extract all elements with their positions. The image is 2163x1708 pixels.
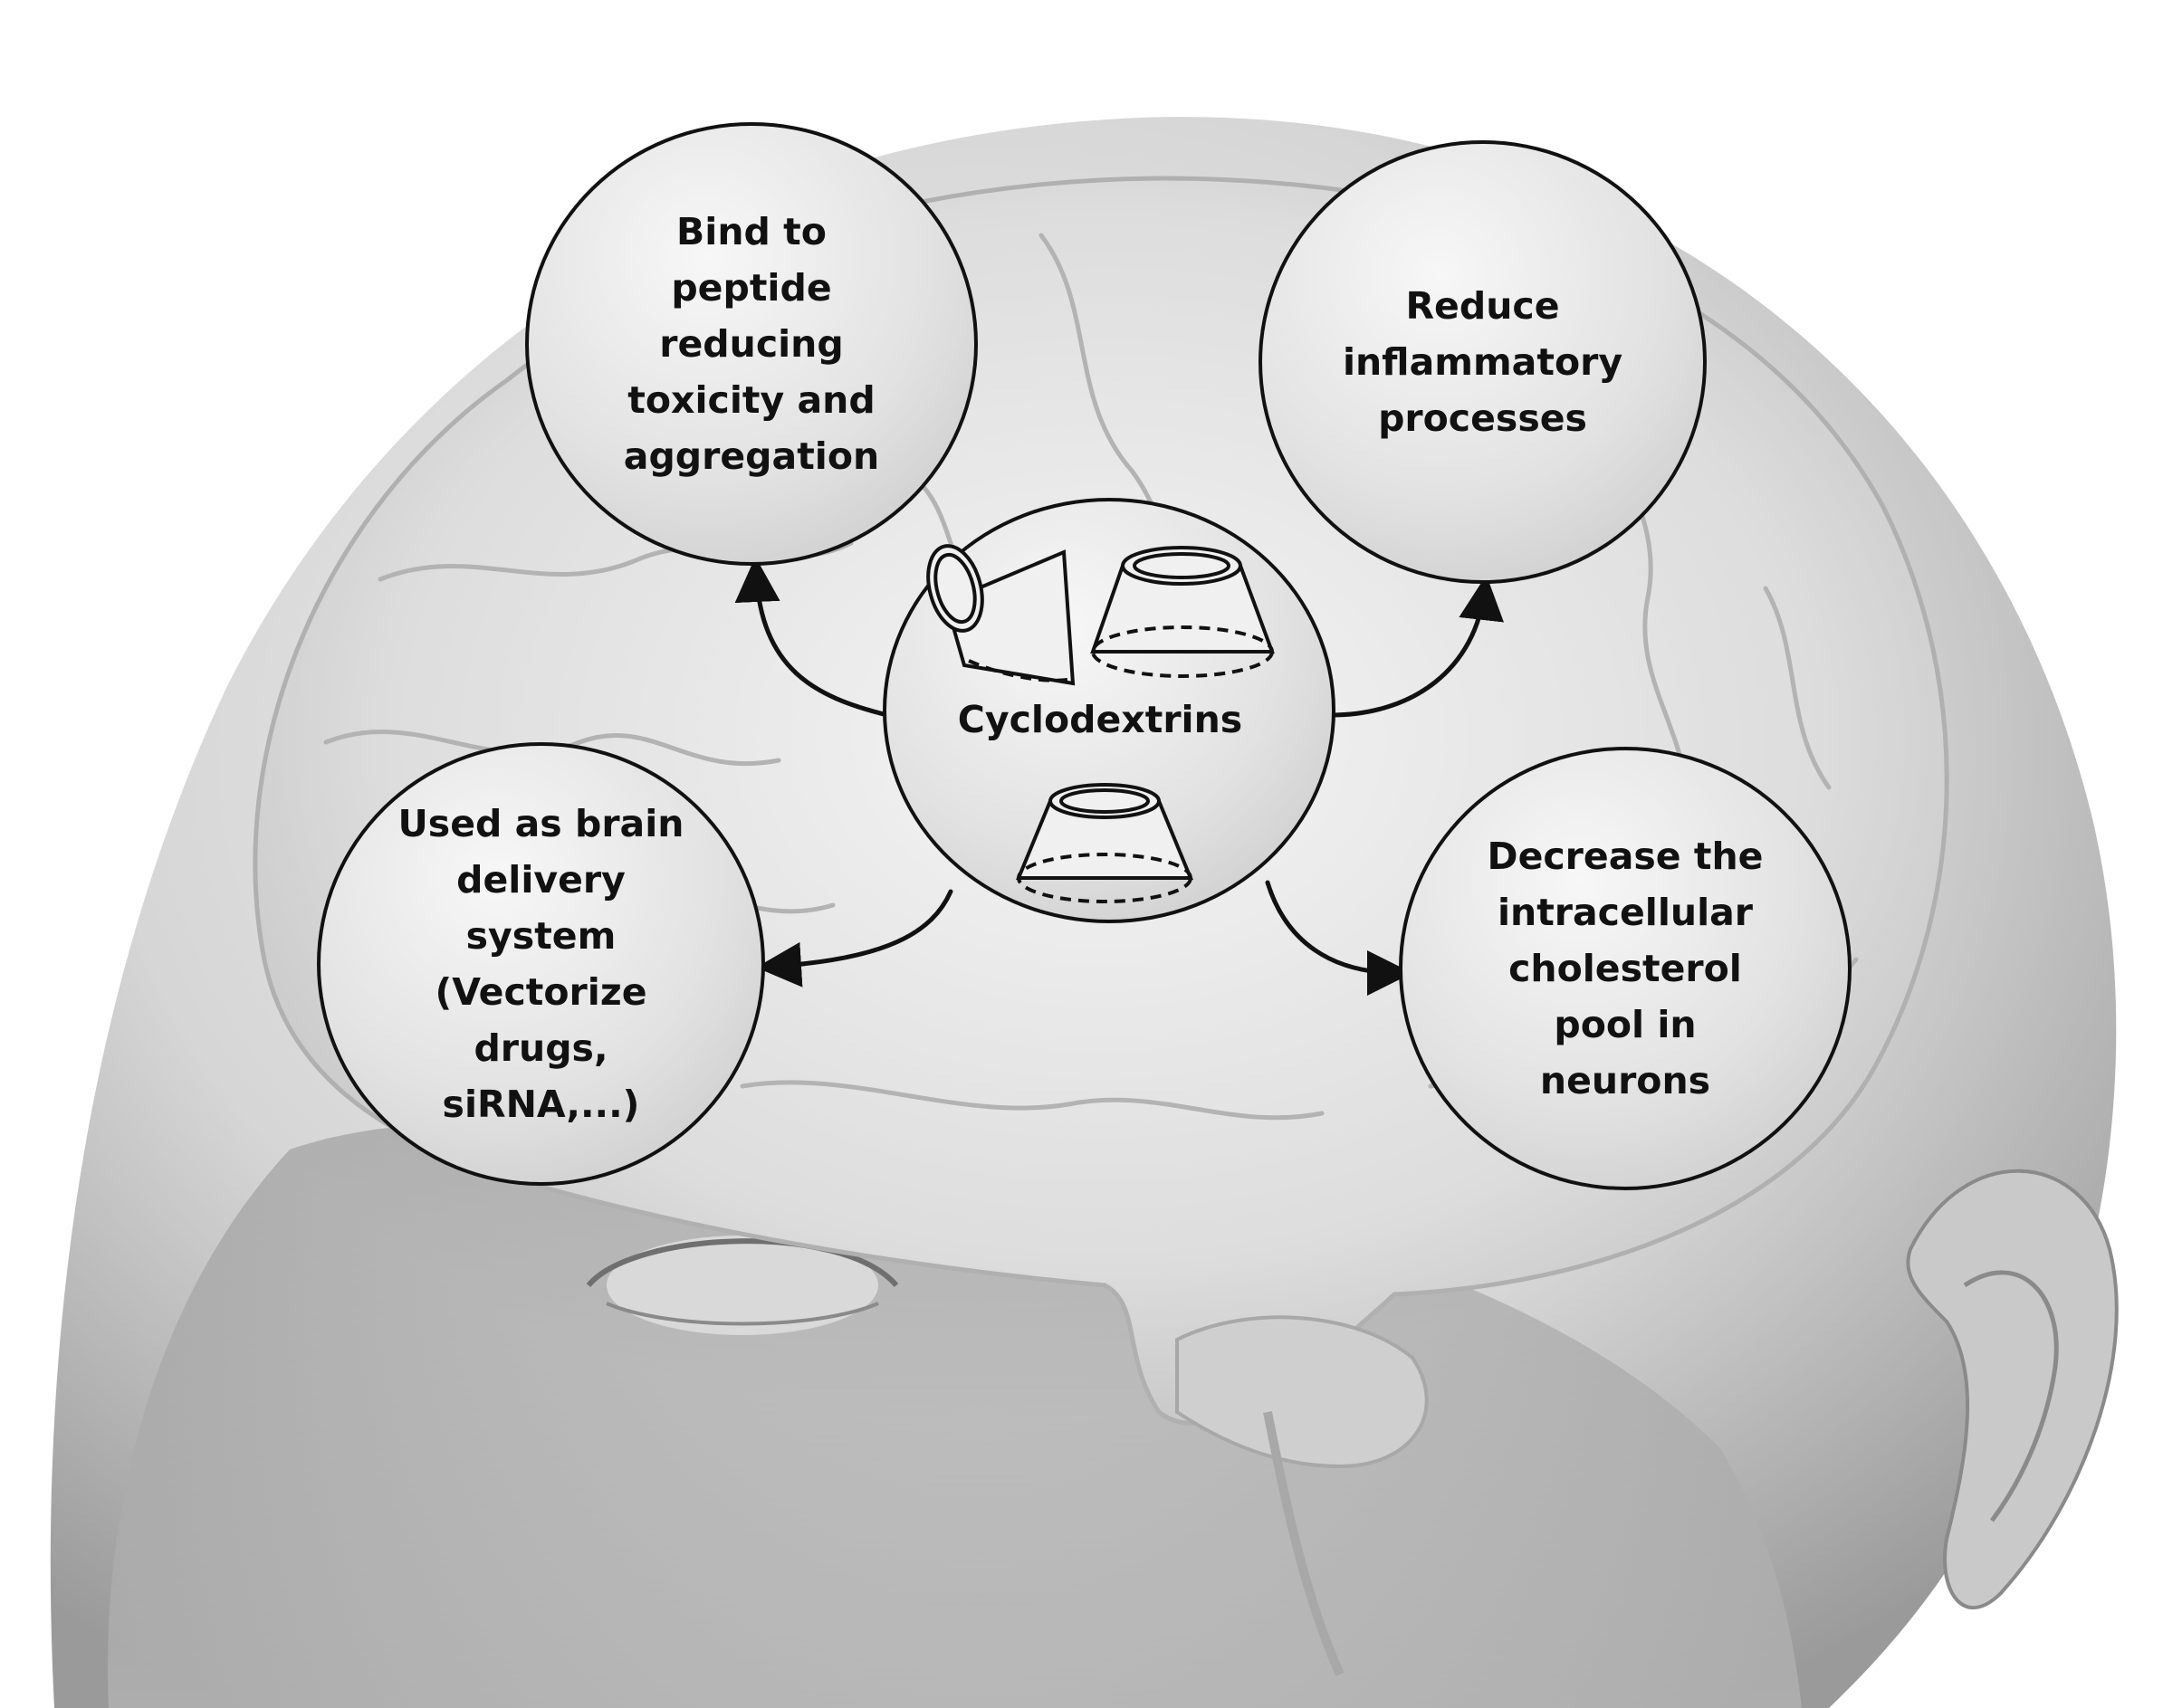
arrow-icon: [756, 889, 953, 988]
eye-image: [586, 1236, 899, 1335]
effect-line: neurons: [1539, 1059, 1711, 1102]
cyclodextrin-cone-icon: [1090, 546, 1275, 678]
cyclodextrin-cones: [926, 544, 1275, 903]
effect-circle-decrease-cholesterol: Decrease the intracellular cholesterol p…: [1399, 747, 1852, 1190]
effect-circle-brain-delivery: Used as brain delivery system (Vectorize…: [317, 742, 765, 1186]
arrow-icon: [734, 557, 890, 718]
effect-line: cholesterol: [1508, 947, 1742, 990]
effect-line: Decrease the: [1487, 835, 1764, 878]
effect-line: aggregation: [623, 434, 880, 478]
effect-text: Decrease the intracellular cholesterol p…: [1488, 828, 1764, 1109]
cyclodextrins-label: Cyclodextrins: [957, 698, 1243, 741]
effect-line: inflammatory: [1342, 340, 1623, 384]
cyclodextrin-cone-icon: [1016, 783, 1193, 903]
effect-line: Used as brain: [397, 802, 684, 845]
effect-line: Reduce: [1405, 284, 1560, 328]
arrow-icon: [1265, 880, 1412, 996]
arrows: [734, 557, 1504, 996]
arrow-icon: [1328, 575, 1504, 718]
effect-line: system: [465, 914, 617, 958]
ear-image: [1906, 1169, 2119, 1609]
cyclodextrin-cone-icon: [926, 544, 1076, 686]
effect-circle-reduce-inflammation: Reduce inflammatory processes: [1259, 140, 1707, 584]
effect-line: intracellular: [1497, 891, 1754, 934]
effect-line: pool in: [1554, 1003, 1697, 1046]
effect-line: processes: [1378, 396, 1587, 440]
effect-line: toxicity and: [627, 378, 876, 422]
effect-text: Reduce inflammatory processes: [1343, 278, 1622, 446]
effect-circle-bind-peptide: Bind to peptide reducing toxicity and ag…: [525, 122, 978, 566]
effect-text: Bind to peptide reducing toxicity and ag…: [624, 204, 879, 484]
effect-line: delivery: [456, 858, 626, 902]
cyclodextrins-circle: [883, 498, 1335, 923]
effect-line: reducing: [659, 322, 844, 366]
effect-line: Bind to: [676, 210, 827, 253]
effect-line: drugs,: [474, 1026, 608, 1070]
effect-line: (Vectorize: [435, 970, 647, 1014]
effect-line: peptide: [671, 266, 832, 310]
effect-line: siRNA,...): [442, 1083, 640, 1126]
effect-text: Used as brain delivery system (Vectorize…: [398, 796, 684, 1132]
